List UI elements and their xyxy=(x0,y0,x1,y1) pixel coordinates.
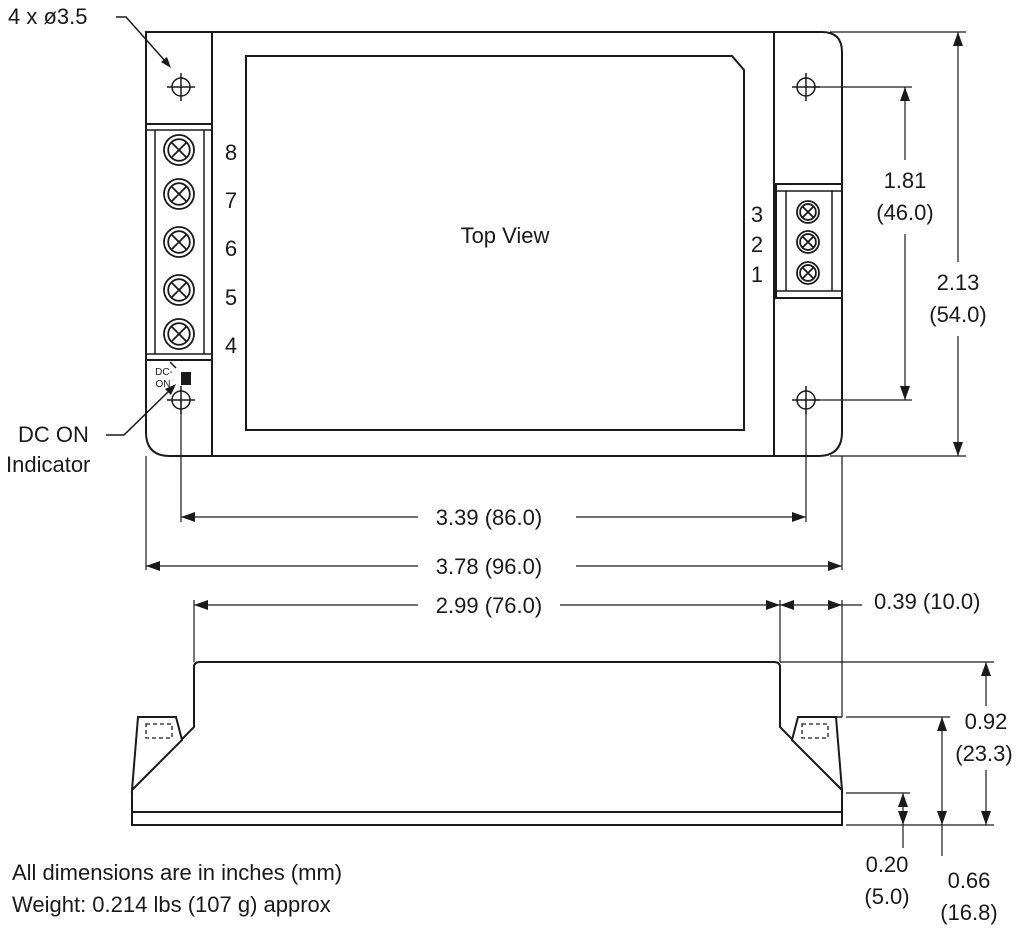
left-tab-hidden-line xyxy=(145,723,173,739)
right-tab-hidden-line xyxy=(801,723,829,739)
dimension-arrow-icon xyxy=(898,793,908,807)
terminal-number: 1 xyxy=(751,262,763,287)
top-view: Top View 8 7 6 5 4 3 2 1 xyxy=(6,4,843,477)
dim-base-height: 0.20 xyxy=(866,852,909,877)
dc-on-led-icon xyxy=(181,372,191,385)
terminal-number: 3 xyxy=(751,202,763,227)
dim-base-height-mm: (5.0) xyxy=(864,884,909,909)
right-mount-tab xyxy=(790,716,844,793)
dimension-arrow-icon xyxy=(146,561,160,571)
screw-terminal-icon xyxy=(163,226,195,258)
label-panel xyxy=(245,55,745,431)
dim-overall-height: 0.92 xyxy=(965,709,1008,734)
side-base-strip xyxy=(131,811,843,826)
leader-arrow-icon xyxy=(161,57,171,68)
dim-overall-depth-mm: (54.0) xyxy=(929,302,986,327)
dimension-arrow-icon xyxy=(828,561,842,571)
dimension-arrow-icon xyxy=(981,811,991,825)
terminal-number: 6 xyxy=(225,236,237,261)
dimension-arrow-icon xyxy=(194,600,208,610)
weight-note: Weight: 0.214 lbs (107 g) approx xyxy=(12,892,331,917)
terminal-number: 5 xyxy=(225,285,237,310)
dc-on-callout-line-2: Indicator xyxy=(6,452,90,477)
dim-overall-height-mm: (23.3) xyxy=(955,741,1012,766)
dimension-arrow-icon xyxy=(937,811,947,825)
leader-arrow-icon xyxy=(165,384,176,395)
side-view xyxy=(130,661,844,826)
screw-terminal-icon xyxy=(796,261,820,285)
dim-overall-width: 3.78 (96.0) xyxy=(436,554,542,579)
dc-on-callout-line-1: DC ON xyxy=(18,422,89,447)
indicator-tick xyxy=(169,361,177,369)
screw-terminal-icon xyxy=(796,200,820,224)
screw-terminal-icon xyxy=(796,230,820,254)
dimension-arrow-icon xyxy=(981,662,991,676)
dimension-arrow-icon xyxy=(900,87,910,101)
dimension-arrow-icon xyxy=(181,512,195,522)
top-view-dimensions: 3.39 (86.0) 3.78 (96.0) 1.81 (46.0) 2.13… xyxy=(145,31,987,579)
screw-terminal-icon xyxy=(163,134,195,166)
right-terminal-block: 3 2 1 xyxy=(751,183,843,299)
dimension-arrow-icon xyxy=(792,512,806,522)
terminal-number: 4 xyxy=(225,333,237,358)
screw-terminal-icon xyxy=(163,318,195,350)
side-view-dimensions: 2.99 (76.0) 0.39 (10.0) 0.92 (23.3) 0.66… xyxy=(193,589,1013,925)
hole-callout: 4 x ø3.5 xyxy=(8,4,87,29)
screw-terminal-icon xyxy=(163,178,195,210)
dim-hole-spacing-y: 1.81 xyxy=(884,168,927,193)
dimension-arrow-icon xyxy=(937,717,947,731)
side-body-profile xyxy=(131,661,843,813)
dc-on-small-label: ON xyxy=(156,379,171,390)
dimension-arrow-icon xyxy=(766,600,780,610)
dc-on-small-label: DC- xyxy=(155,367,173,378)
left-terminal-block: 8 7 6 5 4 xyxy=(145,123,237,361)
label-mask xyxy=(955,706,1013,770)
dim-hole-spacing-x: 3.39 (86.0) xyxy=(436,505,542,530)
dim-mount-height: 0.66 xyxy=(948,868,991,893)
dc-on-callout-leader xyxy=(106,389,171,436)
dimension-arrow-icon xyxy=(828,600,842,610)
dim-hole-spacing-y-mm: (46.0) xyxy=(876,200,933,225)
dimension-arrow-icon xyxy=(898,811,908,825)
hole-callout-leader xyxy=(116,16,167,63)
top-view-label: Top View xyxy=(461,223,550,248)
dim-flange: 0.39 (10.0) xyxy=(874,589,980,614)
dimension-arrow-icon xyxy=(953,32,963,46)
mounting-hole-icon xyxy=(167,73,195,101)
dimension-arrow-icon xyxy=(780,600,794,610)
left-mount-tab xyxy=(130,716,184,793)
dim-mount-height-mm: (16.8) xyxy=(940,900,997,925)
dimension-arrow-icon xyxy=(953,442,963,456)
terminal-number: 8 xyxy=(225,140,237,165)
units-note: All dimensions are in inches (mm) xyxy=(12,860,342,885)
terminal-number: 7 xyxy=(225,188,237,213)
notes: All dimensions are in inches (mm) Weight… xyxy=(12,860,342,917)
dim-overall-depth: 2.13 xyxy=(937,270,980,295)
terminal-number: 2 xyxy=(751,232,763,257)
screw-terminal-icon xyxy=(163,274,195,306)
dimension-arrow-icon xyxy=(900,386,910,400)
dim-body-length: 2.99 (76.0) xyxy=(436,593,542,618)
